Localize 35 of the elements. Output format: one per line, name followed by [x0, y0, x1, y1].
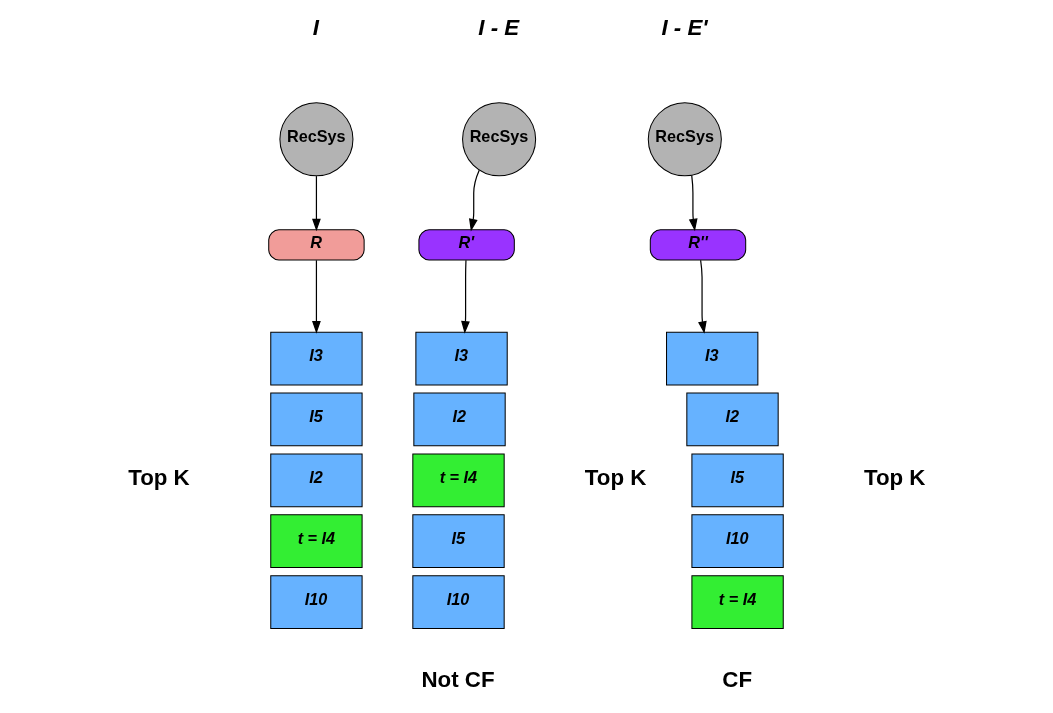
label: Top K [584, 464, 646, 490]
node-box: R'' [649, 229, 746, 261]
node-box: R' [417, 229, 515, 261]
node-box: R [267, 229, 365, 261]
arrow [311, 175, 321, 232]
node-circle: RecSys [278, 102, 353, 177]
label: I [312, 15, 319, 41]
arrow [468, 169, 480, 232]
label: CF [721, 666, 752, 692]
node-box: t = I4 [690, 575, 784, 629]
label: I - E [477, 15, 519, 41]
arrow [311, 259, 321, 334]
node-box: I3 [665, 331, 758, 386]
node-box: I10 [411, 575, 505, 629]
arrow [688, 174, 698, 232]
node-circle: RecSys [461, 102, 536, 177]
node-box: I10 [690, 514, 784, 569]
arrow [460, 259, 470, 334]
node-box: I3 [414, 331, 508, 386]
node-box: I5 [411, 514, 505, 569]
node-box: I5 [269, 392, 363, 447]
arrow [697, 259, 707, 334]
node-box: I2 [269, 453, 363, 508]
node-circle: RecSys [647, 102, 722, 177]
node-box: I5 [690, 453, 784, 508]
label: Top K [863, 464, 925, 490]
label: I - E' [660, 15, 708, 41]
node-box: I10 [269, 575, 363, 629]
node-box: t = I4 [269, 514, 363, 569]
node-box: I2 [685, 392, 779, 447]
node-box: I2 [412, 392, 506, 447]
label: Not CF [420, 666, 495, 692]
node-box: t = I4 [411, 453, 505, 508]
node-box: I3 [269, 331, 363, 386]
label: Top K [127, 464, 190, 490]
